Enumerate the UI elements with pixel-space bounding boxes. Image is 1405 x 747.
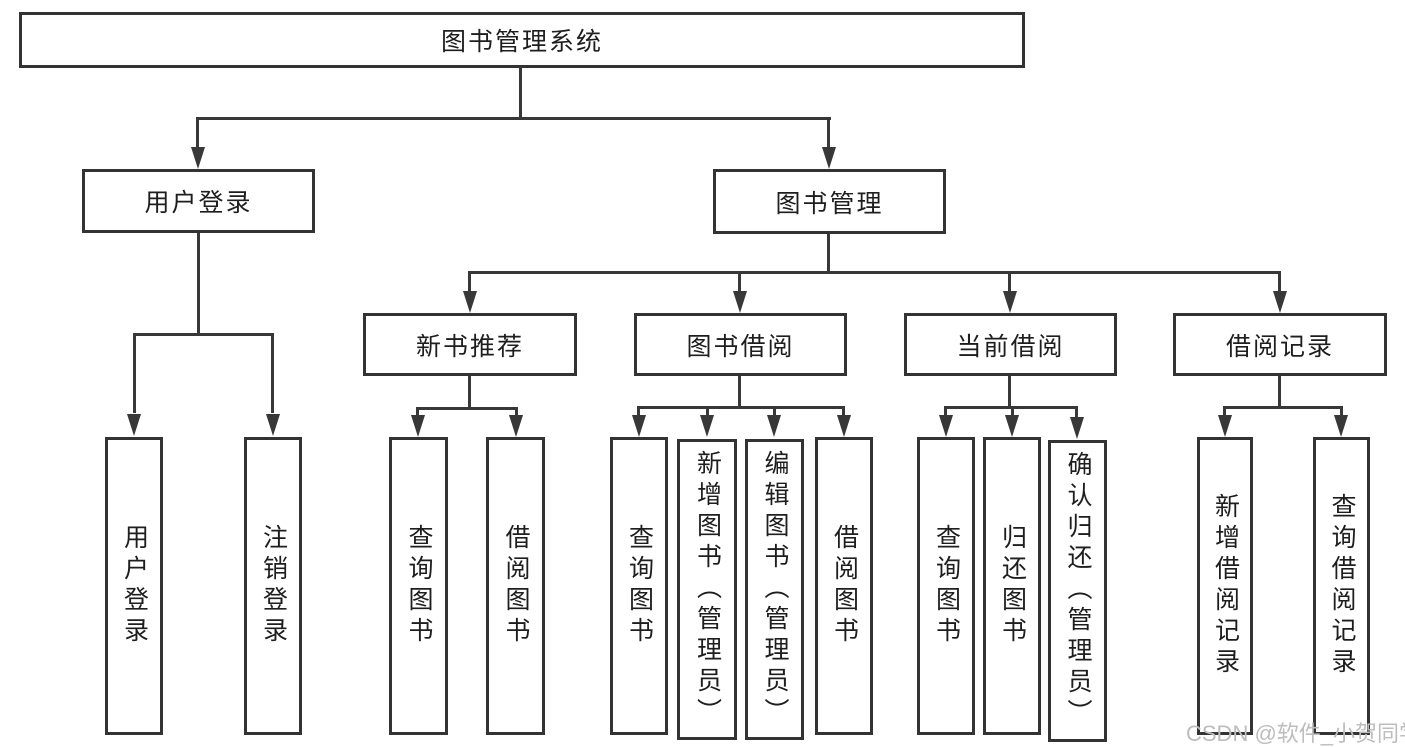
watermark-text: CSDN @软件_小贺同学	[1186, 721, 1405, 746]
connector-line	[519, 67, 522, 118]
node-label: 确认归还（管理员）	[1064, 451, 1092, 730]
connector-line	[738, 376, 741, 407]
arrow-down-icon	[127, 414, 141, 436]
connector-line	[1008, 376, 1011, 407]
connector-line	[944, 406, 947, 416]
arrow-down-icon	[1334, 415, 1348, 437]
arrow-down-icon	[733, 291, 747, 313]
node-edit-book-admin: 编辑图书（管理员）	[745, 439, 804, 740]
connector-line	[196, 117, 199, 149]
arrow-down-icon	[1070, 417, 1084, 439]
node-label: 图书借阅	[686, 332, 795, 361]
connector-line	[416, 407, 419, 416]
connector-line	[827, 117, 830, 149]
node-query-books-2: 查询图书	[610, 437, 668, 735]
connector-line	[637, 406, 640, 416]
connector-line	[416, 407, 518, 410]
node-label: 查询图书	[932, 524, 961, 648]
arrow-down-icon	[837, 415, 851, 437]
node-label: 图书管理系统	[440, 28, 603, 56]
arrow-down-icon	[411, 415, 425, 437]
connector-line	[738, 271, 741, 292]
connector-line	[706, 406, 709, 416]
arrow-down-icon	[191, 147, 205, 169]
connector-line	[1223, 406, 1226, 416]
connector-line	[842, 406, 845, 416]
connector-line	[1011, 406, 1014, 416]
connector-line	[1075, 406, 1078, 418]
arrow-down-icon	[463, 291, 477, 313]
connector-line	[1340, 406, 1343, 416]
node-label: 借阅图书	[502, 524, 530, 648]
arrow-down-icon	[632, 415, 646, 437]
node-borrow-books-1: 借阅图书	[486, 437, 545, 735]
node-borrow-records: 借阅记录	[1173, 313, 1387, 376]
connector-line	[468, 271, 471, 292]
node-new-book-recommend: 新书推荐	[363, 313, 577, 376]
node-logout: 注销登录	[244, 437, 302, 735]
node-confirm-return-admin: 确认归还（管理员）	[1048, 440, 1107, 742]
node-query-borrow-record: 查询借阅记录	[1313, 437, 1370, 735]
node-label: 借阅记录	[1225, 332, 1334, 361]
node-label: 编辑图书（管理员）	[761, 450, 789, 729]
node-library-system: 图书管理系统	[19, 12, 1025, 68]
node-book-borrowing: 图书借阅	[634, 313, 847, 376]
node-add-borrow-record: 新增借阅记录	[1197, 437, 1253, 735]
connector-line	[468, 271, 1281, 274]
connector-line	[827, 234, 830, 272]
connector-line	[1278, 271, 1281, 292]
node-query-books-3: 查询图书	[917, 437, 975, 735]
node-borrow-books-2: 借阅图书	[815, 437, 873, 735]
node-user-login: 用户登录	[105, 437, 163, 735]
arrow-down-icon	[700, 415, 714, 437]
connector-line	[515, 407, 518, 416]
arrow-down-icon	[939, 415, 953, 437]
node-label: 新增图书（管理员）	[693, 450, 722, 729]
arrow-down-icon	[767, 415, 781, 437]
node-add-book-admin: 新增图书（管理员）	[677, 439, 737, 740]
node-label: 归还图书	[998, 524, 1027, 648]
node-label: 图书管理	[775, 189, 884, 218]
node-book-management: 图书管理	[713, 169, 946, 234]
node-label: 查询图书	[625, 524, 654, 648]
connector-line	[773, 406, 776, 416]
connector-line	[196, 117, 831, 120]
connector-line	[133, 333, 274, 336]
node-label: 查询图书	[405, 524, 433, 648]
node-label: 用户登录	[120, 524, 149, 648]
arrow-down-icon	[509, 415, 523, 437]
connector-line	[197, 233, 200, 333]
arrow-down-icon	[1003, 291, 1017, 313]
node-current-borrowing: 当前借阅	[904, 313, 1117, 376]
connector-line	[133, 333, 136, 413]
arrow-down-icon	[1218, 415, 1232, 437]
connector-line	[1008, 271, 1011, 292]
connector-line	[637, 406, 845, 409]
arrow-down-icon	[822, 147, 836, 169]
node-label: 新增借阅记录	[1211, 493, 1240, 679]
node-label: 用户登录	[144, 189, 253, 217]
node-label: 注销登录	[259, 524, 288, 648]
node-query-books-1: 查询图书	[389, 437, 448, 735]
connector-line	[1223, 406, 1342, 409]
arrow-down-icon	[266, 414, 280, 436]
node-label: 借阅图书	[830, 524, 859, 648]
node-label: 新书推荐	[415, 332, 524, 361]
node-user-login-branch: 用户登录	[82, 169, 315, 233]
connector-line	[271, 333, 274, 413]
connector-line	[1278, 376, 1281, 407]
arrow-down-icon	[1005, 415, 1019, 437]
arrow-down-icon	[1273, 291, 1287, 313]
node-return-books: 归还图书	[983, 437, 1041, 735]
node-label: 当前借阅	[956, 332, 1065, 361]
node-label: 查询借阅记录	[1328, 493, 1356, 679]
connector-line	[468, 376, 471, 408]
